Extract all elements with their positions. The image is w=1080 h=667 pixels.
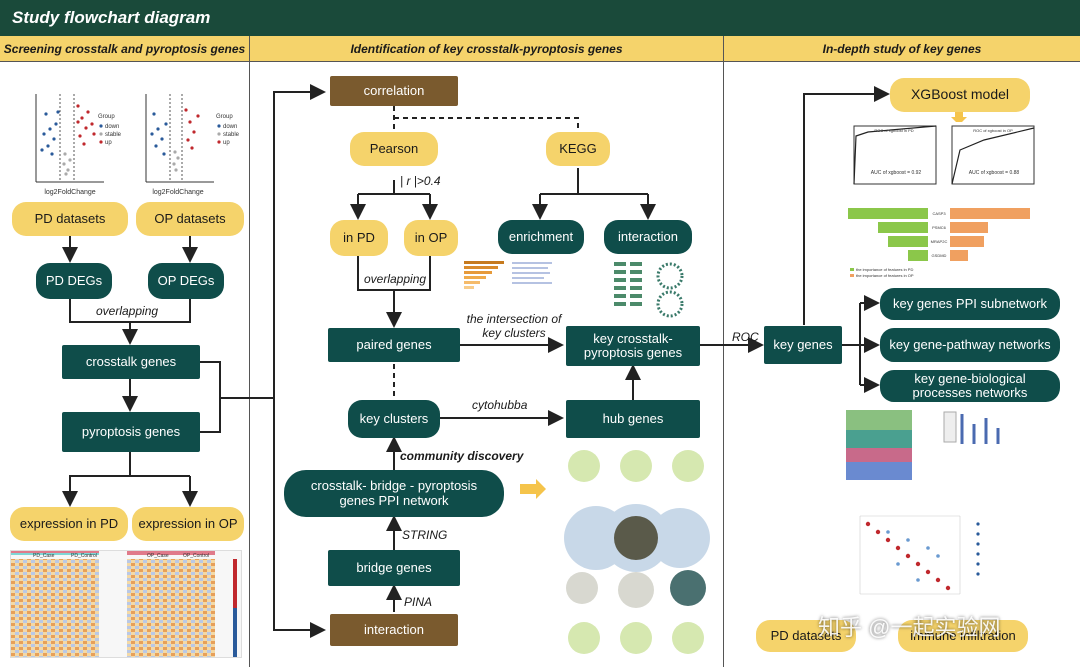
svg-text:stable: stable (223, 132, 240, 138)
svg-text:OP_Control: OP_Control (183, 553, 209, 559)
volcano-xlabel: log2FoldChange (44, 189, 95, 196)
intersection-label: the intersection of key clusters (466, 312, 562, 341)
svg-text:Group: Group (98, 114, 115, 120)
interaction-bottom-node: interaction (330, 614, 458, 646)
pd-degs-node: PD DEGs (36, 263, 112, 299)
immune-infiltration-node: immune infiltration (898, 620, 1028, 652)
kegg-interaction-node: interaction (604, 220, 692, 254)
svg-text:PD_Case: PD_Case (33, 553, 55, 559)
feature-importance-chart: CASP3 PSMC6 MRAP2C GSDMD the importance … (844, 204, 1034, 280)
ppi-subnetwork-node: key genes PPI subnetwork (880, 288, 1060, 320)
cytohubba-label: cytohubba (472, 398, 528, 412)
pearson-node: Pearson (350, 132, 438, 166)
roc-label: ROC (732, 330, 759, 344)
key-crosstalk-pyroptosis-node: key crosstalk-pyroptosis genes (566, 326, 700, 366)
volcano-legend-pd: Group down stable up (98, 114, 122, 146)
enrichment-barplot (462, 258, 558, 296)
immune-infiltration-figure (840, 404, 1030, 614)
svg-text:ROC of xgboost in OP: ROC of xgboost in OP (973, 128, 1013, 133)
pina-label: PINA (404, 595, 433, 609)
svg-text:the importance of features in: the importance of features in PD (856, 267, 913, 272)
svg-text:PSMC6: PSMC6 (932, 225, 947, 230)
kegg-node: KEGG (546, 132, 610, 166)
string-label: STRING (402, 528, 448, 542)
volcano-legend-op: Group down stable up (216, 114, 240, 146)
svg-text:stable: stable (105, 132, 122, 138)
expression-op-node: expression in OP (132, 507, 244, 541)
svg-text:up: up (105, 140, 112, 146)
pyroptosis-genes-node: pyroptosis genes (62, 412, 200, 452)
section-header-screening: Screening crosstalk and pyroptosis genes (0, 36, 250, 62)
svg-text:AUC of xgboost = 0.88: AUC of xgboost = 0.88 (969, 170, 1020, 176)
svg-text:up: up (223, 140, 230, 146)
paired-genes-node: paired genes (328, 328, 460, 362)
svg-text:down: down (223, 124, 237, 130)
volcano-plot-op: log2FoldChange (128, 84, 218, 196)
svg-text:ROC of xgboost in PD: ROC of xgboost in PD (874, 128, 913, 133)
overlapping-label-middle: overlapping (364, 272, 427, 286)
volcano-xlabel-op: log2FoldChange (152, 189, 203, 196)
section-header-identification: Identification of key crosstalk-pyroptos… (250, 36, 724, 62)
in-op-node: in OP (404, 220, 458, 256)
overlapping-label-left: overlapping (96, 304, 159, 318)
roc-plot-op: ROC of xgboost in OP AUC of xgboost = 0.… (944, 122, 1040, 194)
roc-plot-pd: ROC of xgboost in PD AUC of xgboost = 0.… (844, 122, 940, 194)
correlation-node: correlation (330, 76, 458, 106)
kegg-interaction-network (612, 258, 698, 322)
svg-text:GSDMD: GSDMD (932, 253, 947, 258)
bio-networks-node: key gene-biological processes networks (880, 370, 1060, 402)
in-pd-node: in PD (330, 220, 388, 256)
crosstalk-genes-node: crosstalk genes (62, 345, 200, 379)
diagram-title: Study flowchart diagram (0, 0, 1080, 36)
key-clusters-node: key clusters (348, 400, 440, 438)
key-genes-node: key genes (764, 326, 842, 364)
panel-left (0, 62, 250, 667)
expression-pd-node: expression in PD (10, 507, 128, 541)
svg-text:Group: Group (216, 114, 233, 120)
pd-datasets-node: PD datasets (12, 202, 128, 236)
hub-genes-node: hub genes (566, 400, 700, 438)
svg-text:the importance of features in: the importance of features in OP (856, 273, 914, 278)
panel-middle (250, 62, 724, 667)
svg-text:down: down (105, 124, 119, 130)
op-degs-node: OP DEGs (148, 263, 224, 299)
xgboost-node: XGBoost model (890, 78, 1030, 112)
volcano-plot-pd: log2FoldChange (8, 84, 118, 196)
svg-text:PD_Control: PD_Control (71, 553, 97, 559)
pd-datasets-right-node: PD datasets (756, 620, 856, 652)
expression-heatmap: PD_Case PD_Control OP_Case OP_Control (10, 550, 242, 658)
svg-text:OP_Case: OP_Case (147, 553, 169, 559)
community-clusters-figure (556, 444, 716, 658)
ppi-network-node: crosstalk- bridge - pyroptosis genes PPI… (284, 470, 504, 517)
section-header-indepth: In-depth study of key genes (724, 36, 1080, 62)
pathway-networks-node: key gene-pathway networks (880, 328, 1060, 362)
r-threshold-label: | r |>0.4 (400, 174, 441, 188)
svg-text:AUC of xgboost = 0.92: AUC of xgboost = 0.92 (871, 170, 922, 176)
svg-text:CASP3: CASP3 (932, 211, 946, 216)
svg-text:MRAP2C: MRAP2C (931, 239, 948, 244)
community-discovery-label: community discovery (400, 449, 524, 463)
bridge-genes-node: bridge genes (328, 550, 460, 586)
watermark: 知乎 @一起实验网 (818, 615, 1001, 640)
op-datasets-node: OP datasets (136, 202, 244, 236)
enrichment-node: enrichment (498, 220, 584, 254)
